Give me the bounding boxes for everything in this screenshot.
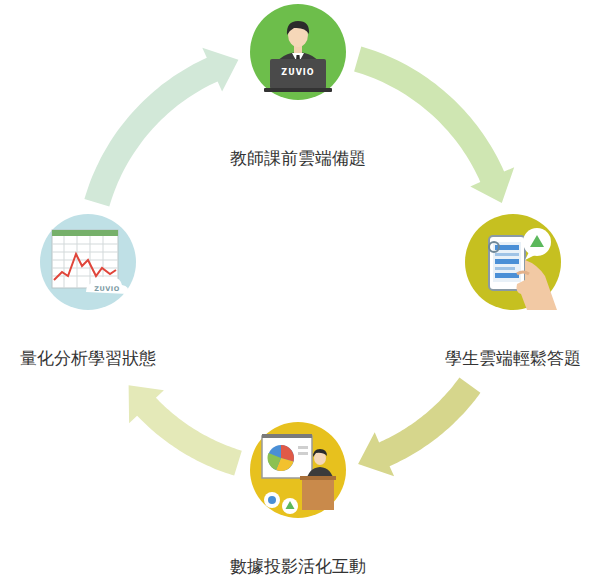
step-label: 量化分析學習狀態: [20, 348, 156, 368]
cycle-arrow: [84, 48, 238, 207]
cycle-node-circle: 數據投影活化互動: [250, 422, 346, 518]
cycle-arrow: [354, 47, 514, 204]
cycle-node-circle: 量化分析學習狀態ZUVIO: [40, 214, 136, 310]
cycle-node-circle: 學生雲端輕鬆答題: [465, 214, 561, 310]
step-label: 教師課前雲端備題: [230, 148, 366, 168]
cycle-node-circle: 教師課前雲端備題ZUVIO: [250, 4, 346, 100]
step-label: 學生雲端輕鬆答題: [445, 348, 581, 368]
analysis-sheet-icon: [40, 214, 136, 310]
step-label: 數據投影活化互動: [230, 556, 366, 576]
cycle-arrow: [129, 385, 242, 475]
brand-label: ZUVIO: [281, 69, 314, 77]
cycle-arrow: [358, 378, 480, 477]
phone-answer-icon: [465, 214, 561, 310]
presenter-chart-icon: [250, 422, 346, 518]
brand-label: ZUVIO: [94, 286, 119, 293]
teacher-laptop-icon: [250, 4, 346, 100]
